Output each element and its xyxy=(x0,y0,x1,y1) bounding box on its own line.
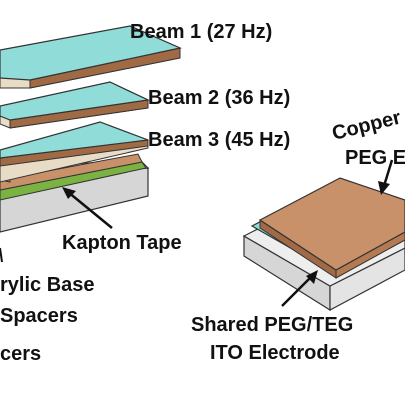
copper-label-line2: PEG E xyxy=(345,147,405,169)
beam-3 xyxy=(0,121,149,183)
acrylic-base-label: rylic Base xyxy=(0,274,95,296)
cers-label: cers xyxy=(0,343,41,365)
beam-2 xyxy=(0,81,151,129)
left-beam-stack xyxy=(0,25,182,263)
beam-1 xyxy=(0,25,182,89)
shared-electrode-label-line1: Shared PEG/TEG xyxy=(191,314,353,336)
shared-electrode-label-line2: ITO Electrode xyxy=(210,342,340,364)
right-electrode-device xyxy=(242,159,405,312)
beam-2-label: Beam 2 (36 Hz) xyxy=(148,87,290,109)
kapton-tape-layer xyxy=(0,153,147,201)
copper-label-line1: Copper xyxy=(330,107,403,145)
beam-1-label: Beam 1 (27 Hz) xyxy=(130,21,272,43)
acrylic-pointer xyxy=(0,247,3,263)
copper-arrow xyxy=(378,159,394,195)
kapton-label: Kapton Tape xyxy=(62,232,182,254)
beam-3-label: Beam 3 (45 Hz) xyxy=(148,129,290,151)
shared-arrow xyxy=(281,270,318,307)
copper-peg-electrode xyxy=(258,177,405,279)
kapton-arrow xyxy=(62,187,113,229)
spacers-label: Spacers xyxy=(0,305,78,327)
